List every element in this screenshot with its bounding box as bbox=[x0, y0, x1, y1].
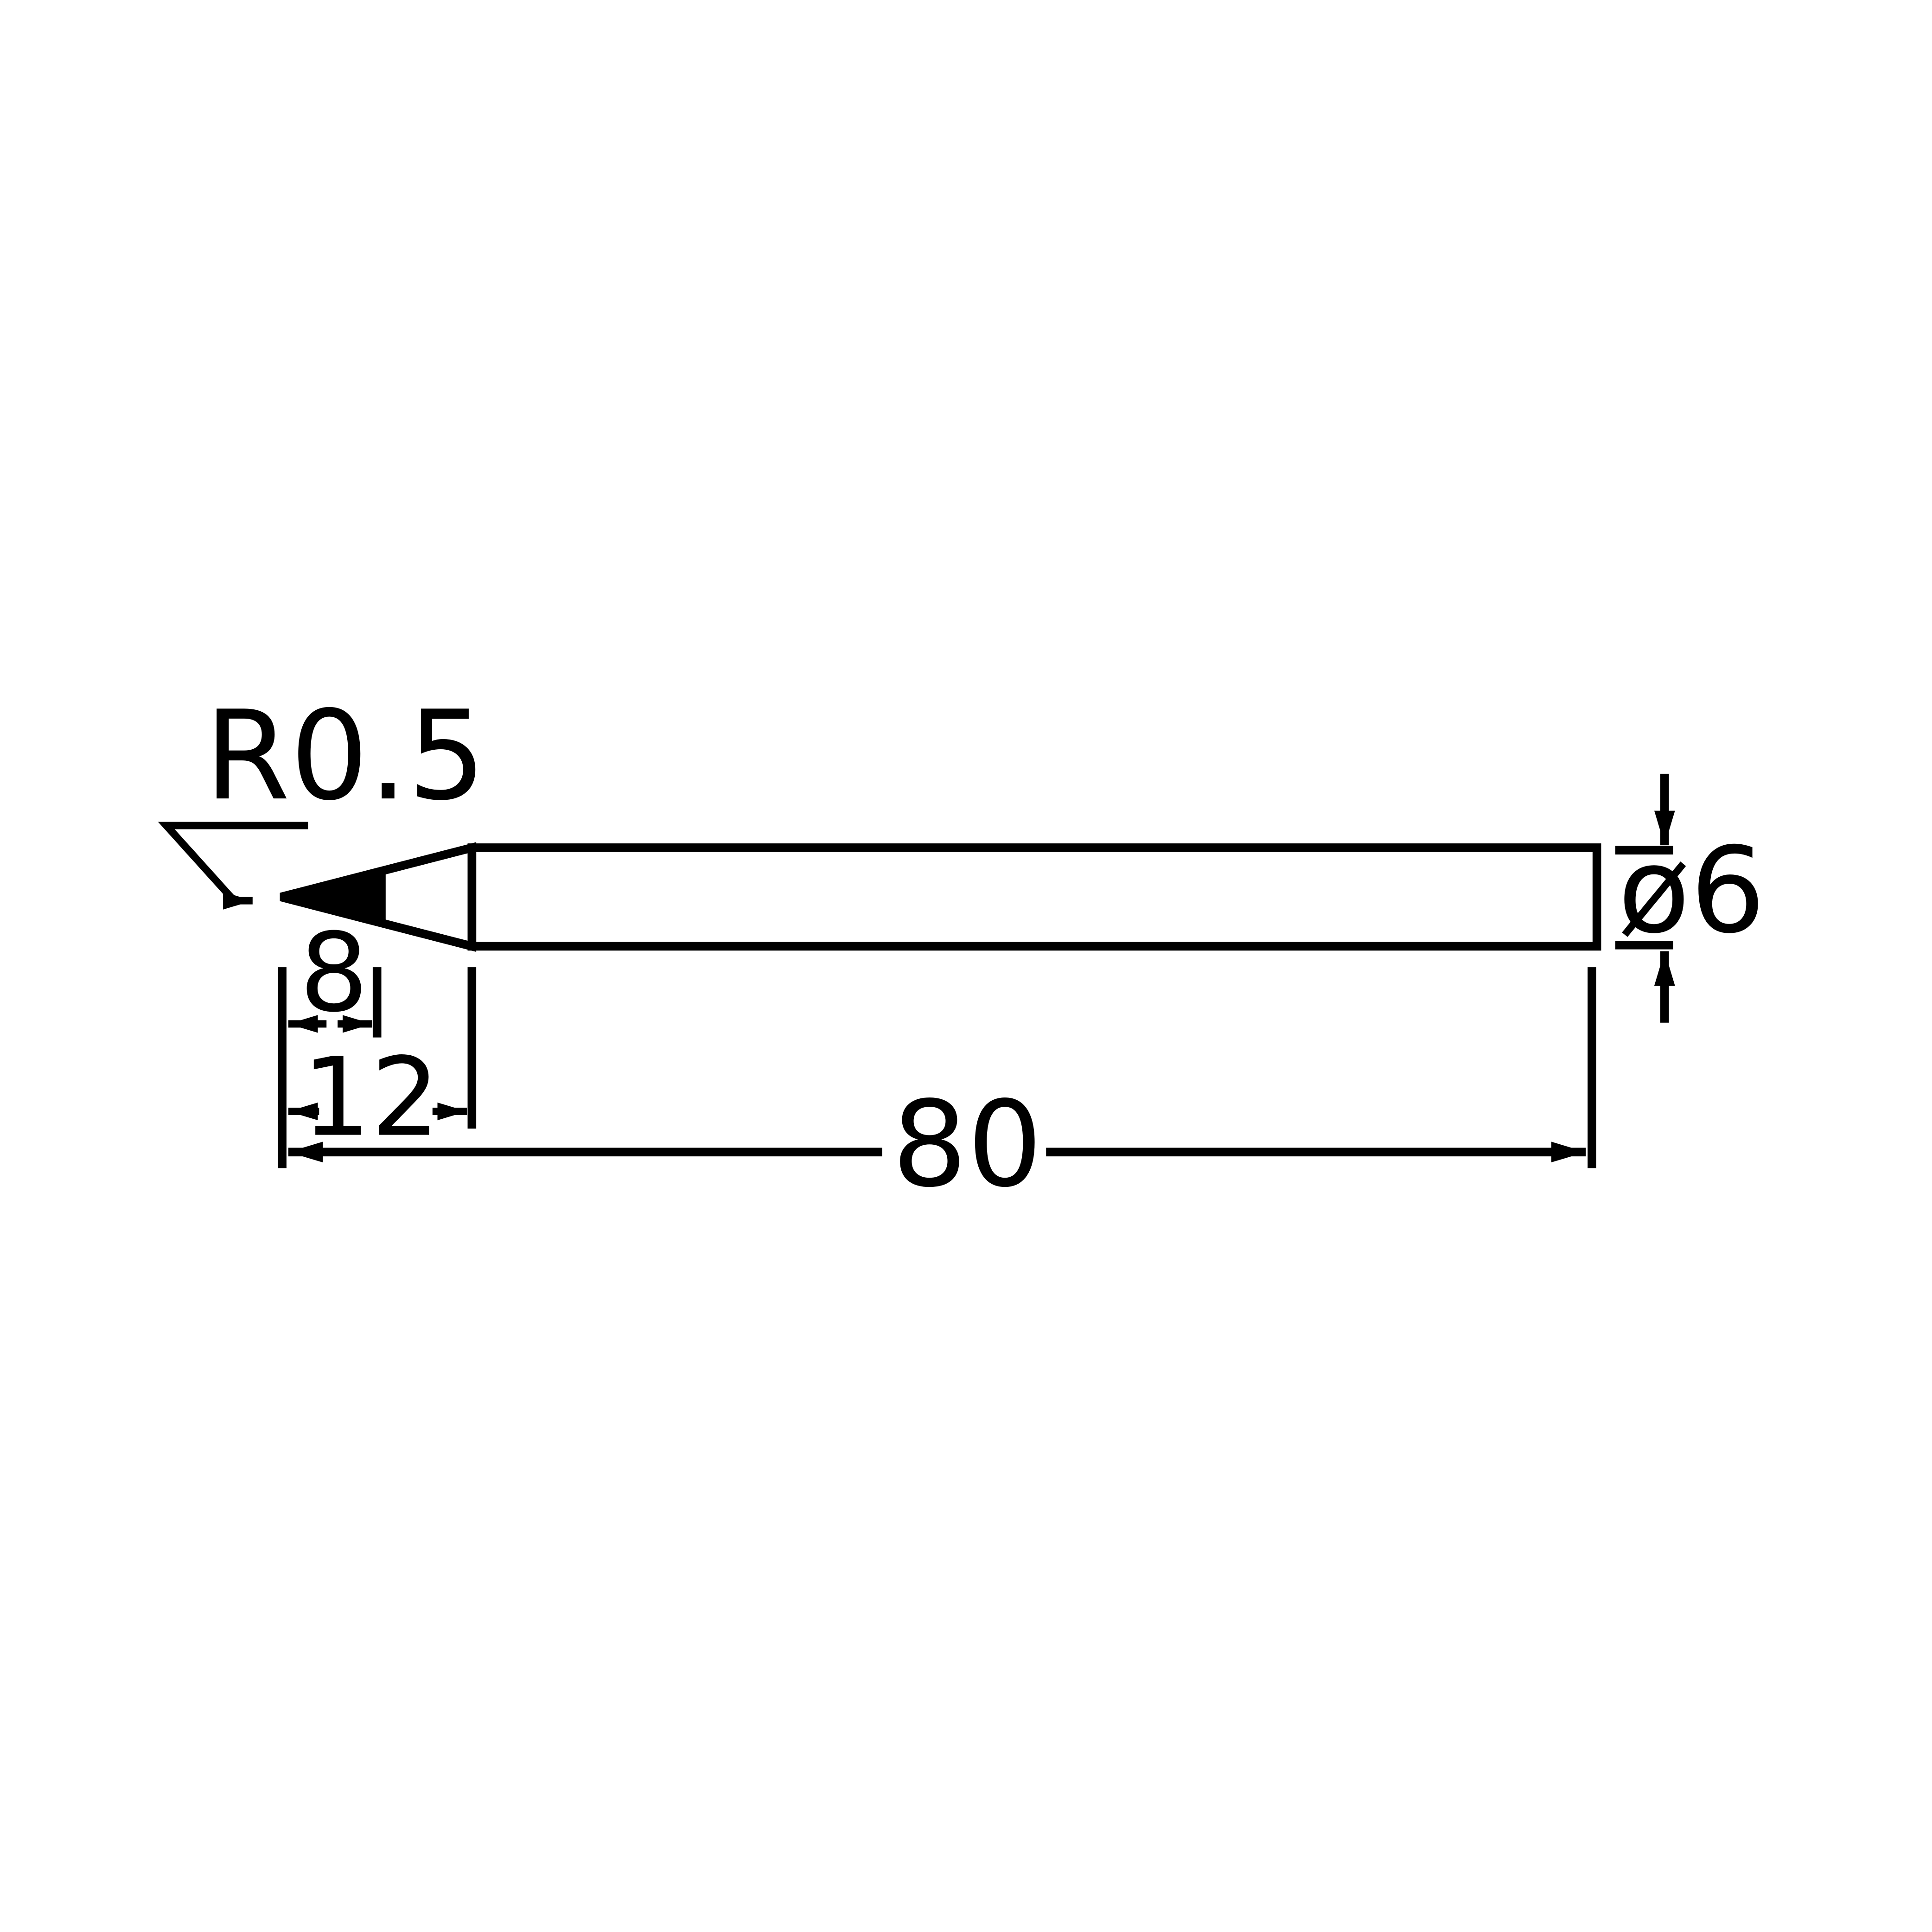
rod-body bbox=[467, 843, 1601, 951]
radius-leader bbox=[158, 822, 308, 910]
cone-outline bbox=[280, 842, 477, 952]
total-length-label: 80 bbox=[892, 1076, 1043, 1214]
diameter-label: ø6 bbox=[1618, 822, 1765, 960]
tip-fill bbox=[281, 872, 382, 922]
tip-radius-label: R0.5 bbox=[204, 684, 486, 828]
tip-length-label: 8 bbox=[300, 910, 369, 1036]
cone-length-label: 12 bbox=[302, 1035, 440, 1161]
